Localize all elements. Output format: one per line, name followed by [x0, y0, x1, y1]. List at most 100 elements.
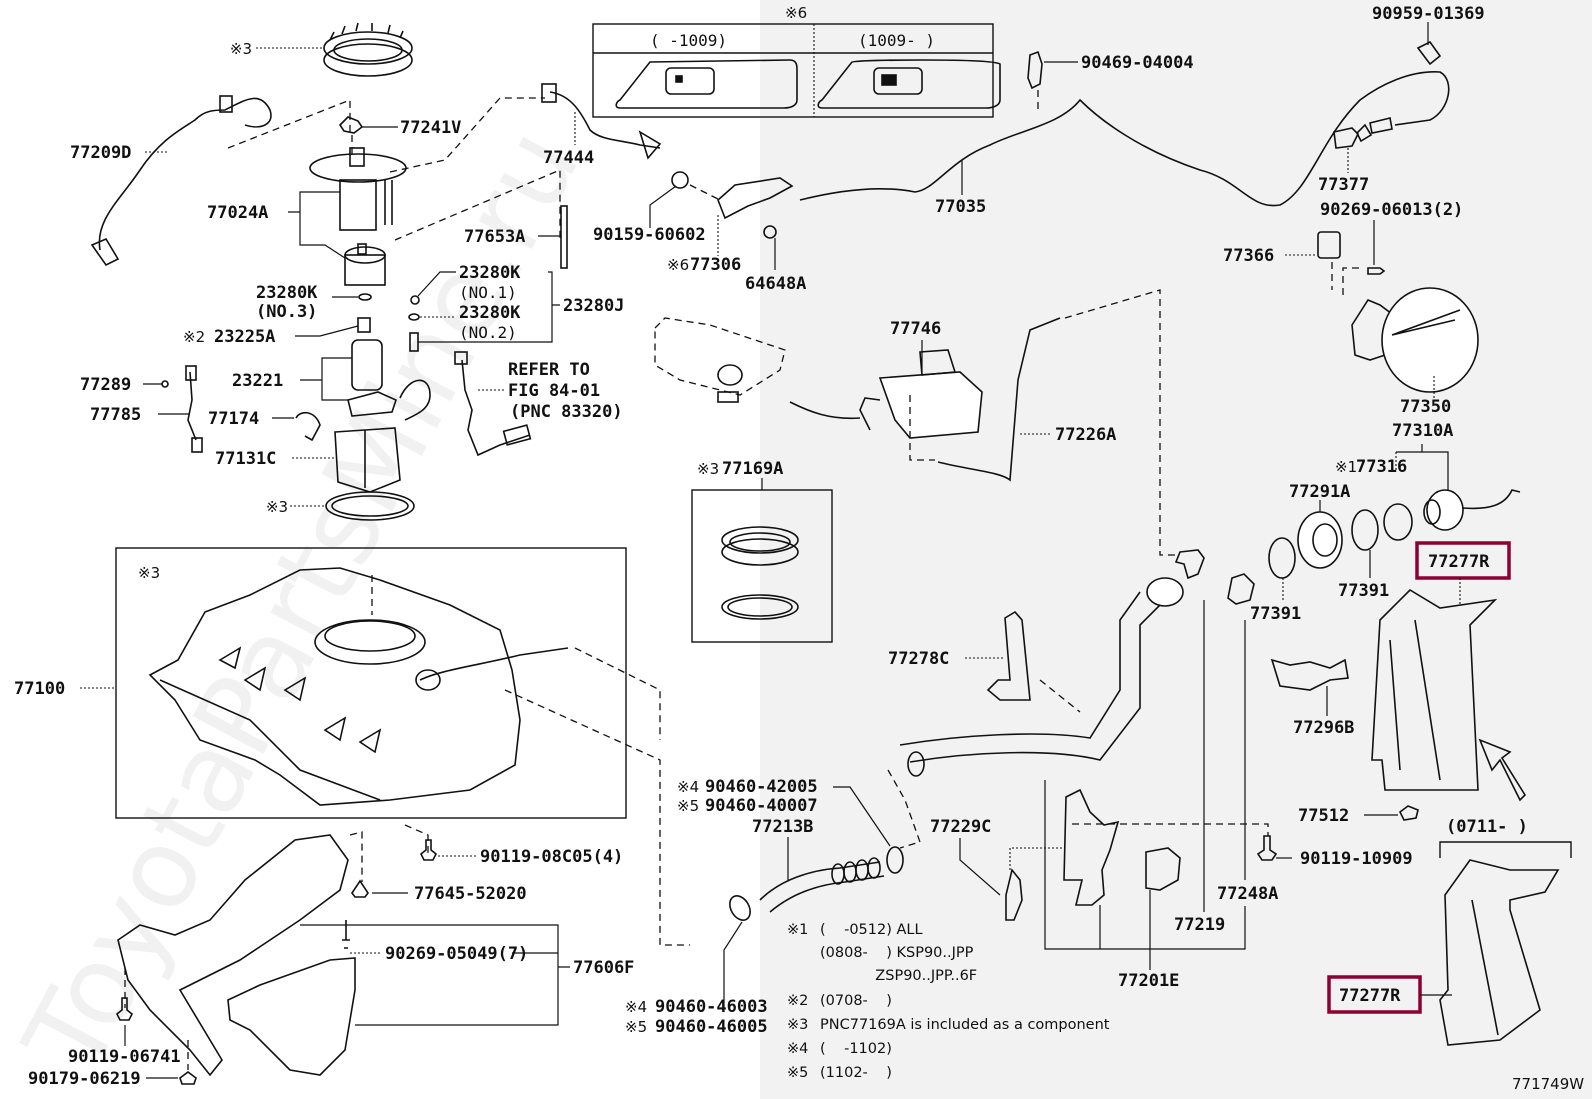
- part-label-77277r-upper[interactable]: 77277R: [1428, 552, 1490, 572]
- part-label-77201e[interactable]: 77201E: [1118, 971, 1179, 991]
- part-label-77209d[interactable]: 77209D: [70, 143, 131, 163]
- part-label-77278c[interactable]: 77278C: [888, 649, 949, 669]
- tube-77653a[interactable]: [560, 205, 568, 269]
- clamp-lower[interactable]: [726, 892, 755, 924]
- bolt-90119-10909[interactable]: [1256, 835, 1278, 861]
- o-ring-77391-a[interactable]: [1351, 509, 1379, 551]
- protector-77277r-upper[interactable]: [1371, 588, 1498, 791]
- hose-77444[interactable]: [549, 91, 661, 149]
- part-label-77219[interactable]: 77219: [1174, 915, 1225, 935]
- part-label-77444[interactable]: 77444: [543, 148, 594, 168]
- part-label-64648a[interactable]: 64648A: [745, 274, 806, 294]
- filter-23225a[interactable]: [357, 317, 371, 333]
- part-label-77350[interactable]: 77350: [1400, 397, 1451, 417]
- cable-77035[interactable]: [799, 71, 1450, 207]
- part-label-23225a[interactable]: 23225A: [214, 327, 275, 347]
- fuel-door-77350[interactable]: [1351, 287, 1479, 393]
- part-label-77291a[interactable]: 77291A: [1289, 482, 1350, 502]
- part-label-77785[interactable]: 77785: [90, 405, 141, 425]
- part-label-77131c[interactable]: 77131C: [215, 449, 276, 469]
- clip-77645[interactable]: [351, 879, 369, 898]
- grommet-90159[interactable]: [671, 171, 689, 189]
- o-ring-no2[interactable]: [408, 313, 420, 321]
- bolt-90119-08c05[interactable]: [419, 839, 438, 861]
- part-label-77746[interactable]: 77746: [890, 319, 941, 339]
- part-label-23280k-no3[interactable]: 23280K: [256, 283, 318, 303]
- part-label-77653a[interactable]: 77653A: [464, 227, 525, 247]
- hose-77226a[interactable]: [937, 317, 1061, 482]
- part-label-77248a[interactable]: 77248A: [1217, 884, 1278, 904]
- bracket-77296b[interactable]: [1270, 658, 1349, 691]
- rivet-90269-05049[interactable]: [342, 920, 350, 949]
- protector-77606f-rear[interactable]: [227, 957, 356, 1076]
- part-label-77316[interactable]: 77316: [1356, 457, 1407, 477]
- clip-77512[interactable]: [1398, 805, 1419, 821]
- o-ring-no3[interactable]: [358, 293, 372, 301]
- part-label-77100[interactable]: 77100: [14, 679, 65, 699]
- kit-box-77169a[interactable]: [691, 489, 833, 643]
- part-label-77289[interactable]: 77289: [80, 375, 131, 395]
- lock-ring-part[interactable]: [323, 22, 413, 77]
- part-label-90179-06219[interactable]: 90179-06219: [28, 1069, 141, 1089]
- filler-cap-seat-77291a[interactable]: [1297, 511, 1343, 569]
- clip-77289[interactable]: [161, 380, 169, 388]
- part-label-77391-a[interactable]: 77391: [1338, 581, 1389, 601]
- part-label-77169a[interactable]: 77169A: [722, 459, 783, 479]
- lever-77306[interactable]: [717, 177, 794, 220]
- rivet-90269[interactable]: [1367, 267, 1386, 275]
- part-label-77366[interactable]: 77366: [1223, 246, 1274, 266]
- clip-77229c[interactable]: [1005, 868, 1023, 921]
- cable-holder-77377[interactable]: [1333, 127, 1359, 149]
- part-label-90269-06013[interactable]: 90269-06013(2): [1320, 200, 1463, 220]
- part-label-77229c[interactable]: 77229C: [930, 817, 991, 837]
- bracket-77278c[interactable]: [986, 610, 1031, 701]
- sender-gauge[interactable]: [461, 359, 531, 457]
- clip-90959[interactable]: [1416, 40, 1442, 66]
- part-label-77645-52020[interactable]: 77645-52020: [414, 884, 527, 904]
- part-label-77377[interactable]: 77377: [1318, 175, 1369, 195]
- hose-77213b[interactable]: [759, 857, 885, 913]
- clip-90179[interactable]: [179, 1071, 197, 1085]
- pump-module-77024a[interactable]: [309, 147, 407, 286]
- part-label-90119-10909[interactable]: 90119-10909: [1300, 849, 1413, 869]
- part-label-77277r-lower[interactable]: 77277R: [1339, 986, 1401, 1006]
- o-ring-no1[interactable]: [410, 295, 420, 305]
- part-label-90269-05049[interactable]: 90269-05049(7): [385, 944, 528, 964]
- clamp-90469[interactable]: [1027, 50, 1043, 90]
- part-label-77174[interactable]: 77174: [208, 409, 259, 429]
- part-label-90119-06741[interactable]: 90119-06741: [68, 1047, 181, 1067]
- part-label-77310a[interactable]: 77310A: [1392, 421, 1453, 441]
- opener-handle-new[interactable]: [817, 59, 1001, 109]
- part-label-23280k-no2[interactable]: 23280K: [459, 303, 521, 323]
- sub-tank-77131c[interactable]: [334, 427, 401, 493]
- part-label-90460-46005[interactable]: 90460-46005: [655, 1017, 768, 1037]
- bolt-90119-06741[interactable]: [115, 997, 134, 1021]
- hose-77209d[interactable]: [98, 97, 272, 251]
- gasket[interactable]: [325, 491, 415, 521]
- part-label-90460-46003[interactable]: 90460-46003: [655, 997, 768, 1017]
- part-label-77241v[interactable]: 77241V: [400, 118, 461, 138]
- part-label-90119-08c05[interactable]: 90119-08C05(4): [480, 847, 623, 867]
- clamp-upper[interactable]: [886, 846, 904, 874]
- gasket-77316[interactable]: [1383, 503, 1413, 541]
- part-label-90469-04004[interactable]: 90469-04004: [1081, 53, 1194, 73]
- part-label-90460-40007[interactable]: 90460-40007: [705, 796, 818, 816]
- spring-77366[interactable]: [1317, 231, 1341, 259]
- o-ring-77391-b[interactable]: [1268, 537, 1296, 579]
- opener-handle-old[interactable]: [615, 59, 798, 109]
- part-label-23280k-no1[interactable]: 23280K: [459, 263, 521, 283]
- part-label-77606f[interactable]: 77606F: [573, 958, 634, 978]
- part-label-77035[interactable]: 77035: [935, 197, 986, 217]
- clip-77241v[interactable]: [338, 116, 364, 134]
- refer-link-fig[interactable]: FIG 84-01: [508, 381, 600, 401]
- protector-77277r-lower[interactable]: [1439, 859, 1560, 1046]
- fuel-cap-77310a[interactable]: [1423, 489, 1521, 531]
- part-label-77024a[interactable]: 77024A: [207, 203, 268, 223]
- part-label-77226a[interactable]: 77226A: [1055, 425, 1116, 445]
- part-label-90460-42005[interactable]: 90460-42005: [705, 777, 818, 797]
- harness-77785[interactable]: [187, 371, 197, 441]
- fuel-tank-77100[interactable]: [148, 567, 569, 806]
- part-label-77306[interactable]: 77306: [690, 255, 741, 275]
- part-label-23221[interactable]: 23221: [232, 371, 283, 391]
- canister-77746[interactable]: [789, 349, 983, 439]
